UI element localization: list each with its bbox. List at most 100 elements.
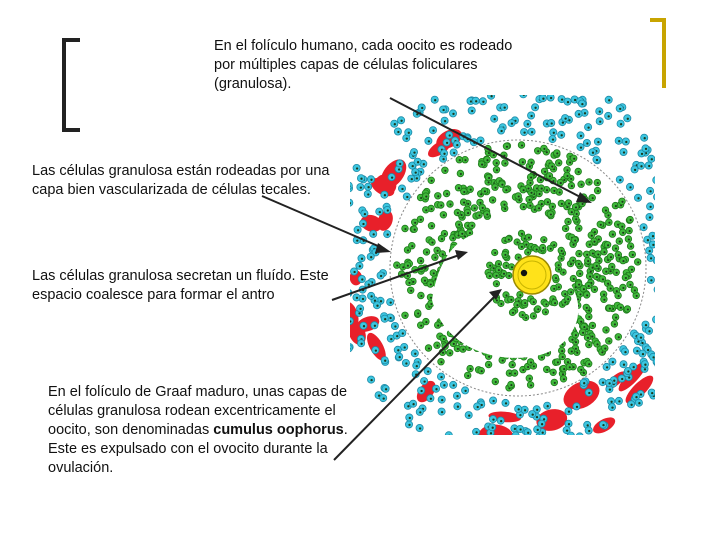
granulosa-cell-nucleus xyxy=(407,249,409,251)
granulosa-cell-nucleus xyxy=(488,356,490,358)
theca-cell-nucleus xyxy=(640,336,642,338)
theca-cell-nucleus xyxy=(667,380,669,382)
granulosa-cell-nucleus xyxy=(522,369,524,371)
theca-cell-nucleus xyxy=(421,107,423,109)
granulosa-cell-nucleus xyxy=(470,189,472,191)
granulosa-cell-nucleus xyxy=(596,265,598,267)
granulosa-cell-nucleus xyxy=(629,230,631,232)
theca-cell-nucleus xyxy=(619,108,621,110)
granulosa-cell-nucleus xyxy=(404,315,406,317)
granulosa-cell-nucleus xyxy=(607,283,609,285)
theca-cell xyxy=(677,295,684,302)
cumulus-cell-nucleus xyxy=(489,275,491,277)
granulosa-cell-nucleus xyxy=(596,276,598,278)
granulosa-cell-nucleus xyxy=(510,384,512,386)
theca-cell-nucleus xyxy=(610,401,612,403)
theca-cell-nucleus xyxy=(348,185,350,187)
granulosa-cell-nucleus xyxy=(588,285,590,287)
theca-cell xyxy=(663,374,670,381)
theca-cell-nucleus xyxy=(666,186,668,188)
theca-cell xyxy=(541,451,548,458)
theca-cell-nucleus xyxy=(521,445,523,447)
theca-cell xyxy=(537,445,544,452)
theca-cell-nucleus xyxy=(669,301,671,303)
granulosa-cell-nucleus xyxy=(431,242,433,244)
theca-cell-nucleus xyxy=(644,137,646,139)
granulosa-cell-nucleus xyxy=(470,368,472,370)
theca-cell-nucleus xyxy=(330,307,332,309)
cumulus-cell-nucleus xyxy=(567,298,569,300)
theca-cell-nucleus xyxy=(699,290,701,292)
theca-cell-nucleus xyxy=(415,171,417,173)
theca-cell xyxy=(678,351,685,358)
theca-cell-nucleus xyxy=(471,110,473,112)
blood-vessel xyxy=(654,297,682,332)
theca-cell-nucleus xyxy=(684,273,686,275)
theca-cell xyxy=(683,210,690,217)
granulosa-cell-nucleus xyxy=(527,366,529,368)
theca-cell xyxy=(658,141,665,148)
granulosa-cell-nucleus xyxy=(460,173,462,175)
granulosa-cell-nucleus xyxy=(593,241,595,243)
theca-cell xyxy=(504,448,511,455)
theca-cell-nucleus xyxy=(398,168,400,170)
granulosa-cell-nucleus xyxy=(430,283,432,285)
granulosa-cell-nucleus xyxy=(494,187,496,189)
granulosa-cell-nucleus xyxy=(441,238,443,240)
granulosa-cell-nucleus xyxy=(567,361,569,363)
theca-cell xyxy=(696,228,703,235)
cumulus-cell-nucleus xyxy=(528,237,530,239)
theca-cell-nucleus xyxy=(608,115,610,117)
theca-cell xyxy=(673,246,680,253)
theca-cell-nucleus xyxy=(336,314,338,316)
theca-cell-nucleus xyxy=(650,257,652,259)
theca-cell-nucleus xyxy=(360,343,362,345)
theca-cell-nucleus xyxy=(670,247,672,249)
theca-cell-nucleus xyxy=(480,140,482,142)
granulosa-cell-nucleus xyxy=(523,189,525,191)
theca-cell-nucleus xyxy=(658,245,660,247)
theca-cell-nucleus xyxy=(663,372,665,374)
granulosa-cell-nucleus xyxy=(444,233,446,235)
granulosa-cell-nucleus xyxy=(601,351,603,353)
granulosa-cell-nucleus xyxy=(619,241,621,243)
theca-cell xyxy=(665,288,672,295)
cumulus-cell-nucleus xyxy=(505,294,507,296)
theca-cell-nucleus xyxy=(708,272,710,274)
theca-cell xyxy=(696,287,703,294)
theca-cell-nucleus xyxy=(694,215,696,217)
granulosa-cell-nucleus xyxy=(587,260,589,262)
theca-cell-nucleus xyxy=(655,319,657,321)
theca-cell-nucleus xyxy=(696,222,698,224)
granulosa-cell-nucleus xyxy=(578,284,580,286)
theca-cell-nucleus xyxy=(660,144,662,146)
granulosa-cell-nucleus xyxy=(458,187,460,189)
theca-cell xyxy=(663,344,670,351)
theca-cell-nucleus xyxy=(519,428,521,430)
theca-cell-nucleus xyxy=(681,333,683,335)
granulosa-cell-nucleus xyxy=(541,188,543,190)
theca-cell xyxy=(486,454,493,461)
theca-cell-nucleus xyxy=(623,364,625,366)
granulosa-description: En el folículo humano, cada oocito es ro… xyxy=(214,37,514,94)
granulosa-cell-nucleus xyxy=(550,213,552,215)
granulosa-cell-nucleus xyxy=(605,329,607,331)
theca-cell-nucleus xyxy=(337,221,339,223)
theca-cell-nucleus xyxy=(387,209,389,211)
theca-cell-nucleus xyxy=(447,441,449,443)
theca-cell xyxy=(488,452,495,459)
granulosa-cell-nucleus xyxy=(504,208,506,210)
theca-cell-nucleus xyxy=(376,305,378,307)
granulosa-cell-nucleus xyxy=(410,290,412,292)
theca-cell-nucleus xyxy=(430,398,432,400)
theca-cell xyxy=(334,218,341,225)
theca-cell-nucleus xyxy=(456,395,458,397)
granulosa-cell-nucleus xyxy=(503,204,505,206)
granulosa-cell-nucleus xyxy=(598,260,600,262)
granulosa-cell-nucleus xyxy=(627,308,629,310)
granulosa-cell-nucleus xyxy=(467,212,469,214)
granulosa-cell-nucleus xyxy=(571,185,573,187)
theca-cell-nucleus xyxy=(611,406,613,408)
theca-cell-nucleus xyxy=(434,99,436,101)
theca-cell-nucleus xyxy=(587,424,589,426)
